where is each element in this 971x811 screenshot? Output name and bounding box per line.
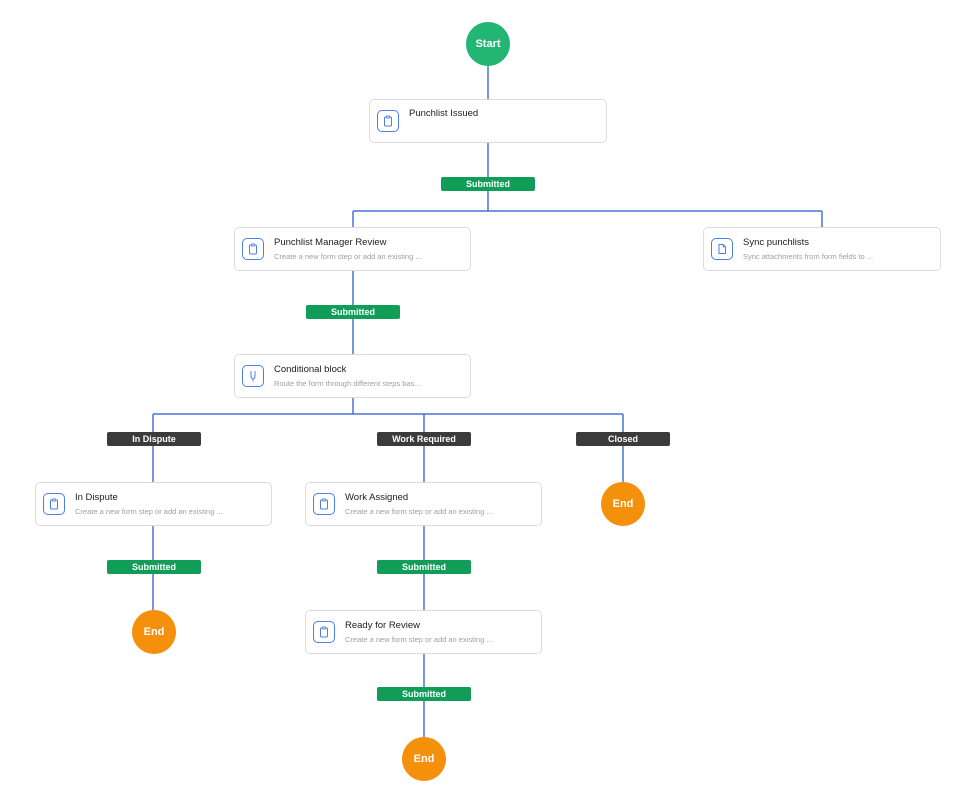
branch-closed[interactable]: Closed — [576, 432, 670, 446]
start-label: Start — [475, 38, 501, 50]
transition-submitted[interactable]: Submitted — [441, 177, 535, 191]
clipboard-icon — [313, 621, 335, 643]
step-title: Sync punchlists — [743, 237, 810, 248]
step-title: Conditional block — [274, 364, 347, 375]
clipboard-icon — [377, 110, 399, 132]
clipboard-icon — [242, 238, 264, 260]
branch-icon — [242, 365, 264, 387]
transition-submitted[interactable]: Submitted — [306, 305, 400, 319]
step-punchlist-manager-review[interactable]: Punchlist Manager Review Create a new fo… — [234, 227, 471, 271]
step-title: Punchlist Issued — [409, 108, 479, 119]
step-ready-for-review[interactable]: Ready for Review Create a new form step … — [305, 610, 542, 654]
end-node[interactable]: End — [601, 482, 645, 526]
step-conditional-block[interactable]: Conditional block Route the form through… — [234, 354, 471, 398]
step-title: Work Assigned — [345, 492, 409, 503]
step-title: In Dispute — [75, 492, 118, 503]
step-description: Create a new form step or add an existin… — [345, 507, 493, 516]
transition-submitted[interactable]: Submitted — [107, 560, 201, 574]
branch-work-required[interactable]: Work Required — [377, 432, 471, 446]
transition-submitted[interactable]: Submitted — [377, 560, 471, 574]
step-description: Create a new form step or add an existin… — [274, 252, 422, 261]
clipboard-icon — [313, 493, 335, 515]
end-node[interactable]: End — [402, 737, 446, 781]
step-work-assigned[interactable]: Work Assigned Create a new form step or … — [305, 482, 542, 526]
branch-in-dispute[interactable]: In Dispute — [107, 432, 201, 446]
step-description: Sync attachments from form fields to ... — [743, 252, 874, 261]
step-punchlist-issued[interactable]: Punchlist Issued — [369, 99, 607, 143]
transition-submitted[interactable]: Submitted — [377, 687, 471, 701]
step-description: Create a new form step or add an existin… — [345, 635, 493, 644]
step-description: Create a new form step or add an existin… — [75, 507, 223, 516]
document-icon — [711, 238, 733, 260]
step-title: Ready for Review — [345, 620, 420, 631]
clipboard-icon — [43, 493, 65, 515]
step-title: Punchlist Manager Review — [274, 237, 387, 248]
step-description: Route the form through different steps b… — [274, 379, 421, 388]
step-sync-punchlists[interactable]: Sync punchlists Sync attachments from fo… — [703, 227, 941, 271]
start-node[interactable]: Start — [466, 22, 510, 66]
end-node[interactable]: End — [132, 610, 176, 654]
step-in-dispute[interactable]: In Dispute Create a new form step or add… — [35, 482, 272, 526]
